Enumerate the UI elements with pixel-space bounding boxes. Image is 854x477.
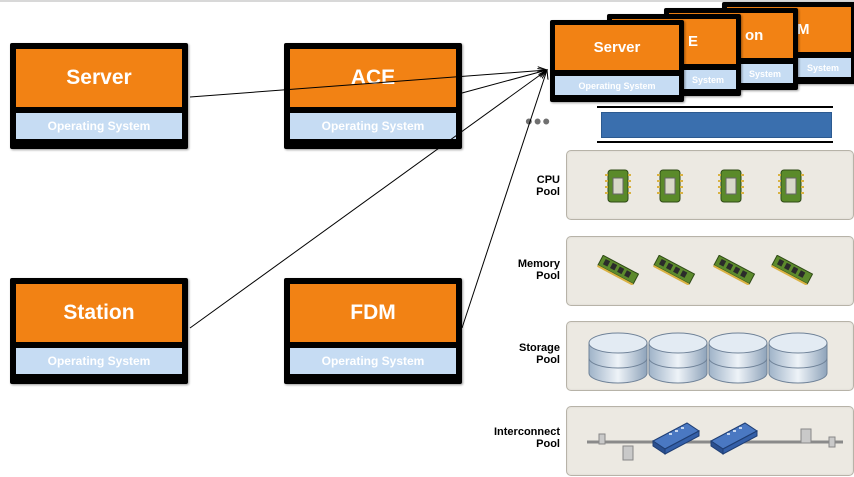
interconnect-pool-label: Interconnect Pool: [440, 426, 560, 450]
station-app-label: Station: [16, 284, 182, 342]
memory-module-icon: [597, 255, 640, 285]
memory-module-icon: [653, 255, 696, 285]
hypervisor-layer: [601, 112, 832, 138]
cpu-chip-icon: [718, 169, 744, 203]
cpu-pool-label-line2: Pool: [536, 186, 560, 198]
vm-front-os-label: Operating System: [555, 76, 679, 95]
server-os-label: Operating System: [16, 113, 182, 139]
ellipsis-indicator: •••: [525, 109, 552, 134]
storage-disk-icon: [768, 332, 828, 384]
memory-module-icon: [771, 255, 814, 285]
memory-pool-label: Memory Pool: [440, 258, 560, 282]
server-box-server: Server Operating System: [10, 43, 188, 149]
storage-pool-label-line2: Pool: [536, 354, 560, 366]
cpu-pool-label-line1: CPU: [536, 174, 560, 186]
memory-module-icon: [713, 255, 756, 285]
memory-pool-label-line2: Pool: [536, 270, 560, 282]
server-box-ace: ACE Operating System: [284, 43, 462, 149]
ace-os-label: Operating System: [290, 113, 456, 139]
vm-front-app-label: Server: [555, 25, 679, 70]
cpu-chip-icon: [778, 169, 804, 203]
fdm-app-label: FDM: [290, 284, 456, 342]
storage-disk-icon: [648, 332, 708, 384]
hypervisor-bottom-line: [597, 141, 833, 143]
fdm-os-label: Operating System: [290, 348, 456, 374]
storage-disk-icon: [588, 332, 648, 384]
cpu-pool-panel: [566, 150, 854, 220]
storage-disk-icon: [708, 332, 768, 384]
cpu-chip-icon: [605, 169, 631, 203]
server-box-station: Station Operating System: [10, 278, 188, 384]
storage-pool-label: Storage Pool: [440, 342, 560, 366]
server-box-fdm: FDM Operating System: [284, 278, 462, 384]
cpu-chip-icon: [657, 169, 683, 203]
interconnect-pool-label-line1: Interconnect: [493, 426, 560, 438]
memory-pool-label-line1: Memory: [517, 258, 560, 270]
cpu-pool-label: CPU Pool: [440, 174, 560, 198]
top-divider: [0, 0, 854, 2]
interconnect-pool-label-line2: Pool: [536, 438, 560, 450]
network-switch-icon: [710, 422, 758, 455]
station-os-label: Operating System: [16, 348, 182, 374]
ace-app-label: ACE: [290, 49, 456, 107]
storage-pool-panel: [566, 321, 854, 391]
vm-front: Server Operating System: [550, 20, 684, 102]
interconnect-pool-panel: [566, 406, 854, 476]
storage-pool-label-line1: Storage: [519, 342, 560, 354]
hypervisor-top-line: [597, 106, 833, 108]
arrow-from-ace: [461, 70, 547, 94]
network-switch-icon: [652, 422, 700, 455]
memory-pool-panel: [566, 236, 854, 306]
server-app-label: Server: [16, 49, 182, 107]
